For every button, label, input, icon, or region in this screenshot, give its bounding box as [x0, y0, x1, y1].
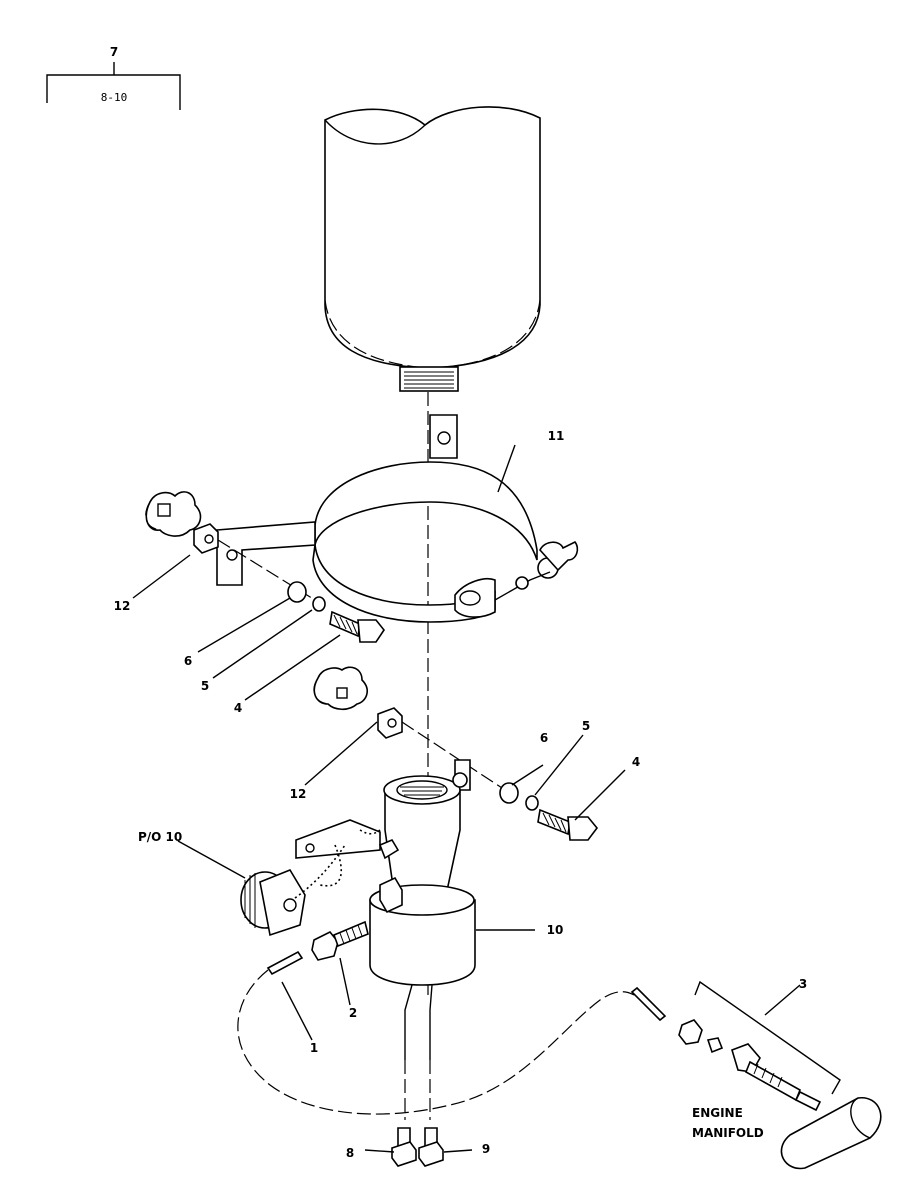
callout-2: 2 — [349, 1006, 357, 1020]
callout-9: 9 — [482, 1142, 490, 1156]
figure-page-range: 8-10 — [101, 91, 128, 104]
figure-reference-bracket: 7 8-10 — [46, 45, 181, 110]
leader-lines — [132, 444, 626, 1153]
engine-manifold-pipe — [780, 1097, 882, 1170]
label-manifold: MANIFOLD — [692, 1126, 764, 1140]
callout-3: 3 — [799, 977, 807, 991]
manifold-fitting-group — [630, 980, 841, 1112]
label-engine: ENGINE — [692, 1106, 743, 1120]
lower-bolt-set — [499, 782, 599, 841]
clamp-band — [216, 414, 579, 623]
callout-po10: P/O 10 — [138, 830, 182, 844]
callout-8: 8 — [346, 1146, 354, 1160]
callout-10: 10 — [547, 923, 564, 937]
tank-cylinder — [324, 106, 541, 392]
lead-wires — [391, 984, 444, 1167]
callout-4-lower: 4 — [632, 755, 640, 769]
callout-labels: 11 12 6 5 4 12 6 5 4 P/O 10 10 2 1 3 8 9… — [114, 429, 808, 1160]
figure-number: 7 — [110, 45, 118, 59]
drain-cap — [240, 844, 346, 937]
callout-4-upper: 4 — [234, 701, 242, 715]
pin-1 — [266, 950, 304, 976]
callout-1: 1 — [310, 1041, 318, 1055]
callout-5-upper: 5 — [201, 679, 209, 693]
callout-12-upper: 12 — [114, 599, 131, 613]
callout-11: 11 — [548, 429, 565, 443]
upper-bolt-set — [287, 581, 385, 643]
callout-6-lower: 6 — [540, 731, 548, 745]
fitting-bolt-2 — [311, 920, 369, 961]
lower-mounting-plate — [313, 666, 506, 791]
drain-housing — [295, 759, 476, 986]
tank-threaded-neck — [399, 366, 459, 392]
callout-5-lower: 5 — [582, 719, 590, 733]
callout-6-upper: 6 — [184, 654, 192, 668]
callout-12-lower: 12 — [290, 787, 307, 801]
